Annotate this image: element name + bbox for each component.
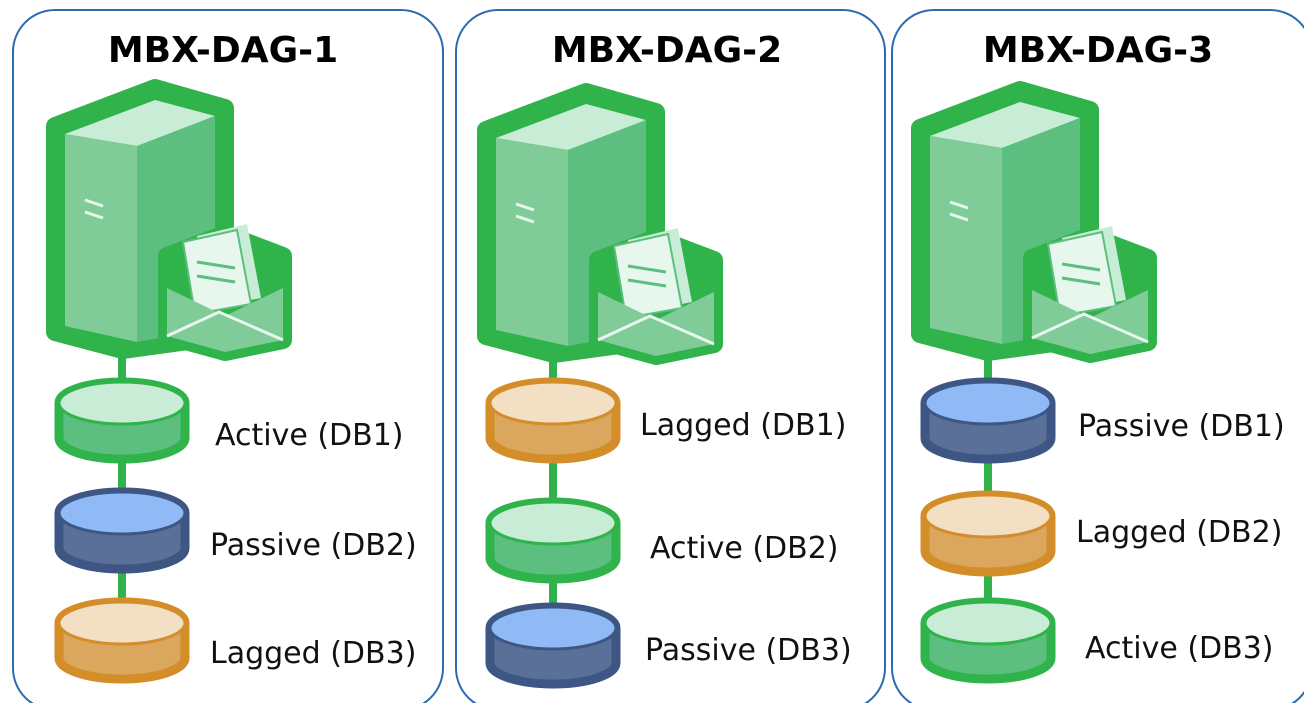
mail-icon (589, 228, 723, 365)
database-active-icon (54, 377, 190, 464)
dag-panel-2: MBX-DAG-2 Lagged (DB1) (455, 9, 886, 703)
server-icon (46, 79, 292, 398)
database-passive-icon (920, 377, 1056, 464)
server-icon (477, 83, 723, 392)
database-label: Lagged (DB3) (210, 636, 416, 671)
database-label: Lagged (DB2) (1076, 515, 1282, 550)
panel-title: MBX-DAG-2 (552, 30, 782, 71)
dag-panel-1: MBX-DAG-1 Active (DB1) (12, 9, 444, 703)
database-active-icon (920, 597, 1056, 684)
database-lagged-icon (920, 490, 1056, 577)
database-label: Lagged (DB1) (640, 408, 846, 443)
mail-icon (158, 224, 292, 361)
mail-icon (1023, 226, 1157, 363)
database-label: Passive (DB1) (1078, 409, 1285, 444)
dag-panel-3: MBX-DAG-3 Passive (DB1) (891, 9, 1304, 703)
server-icon (911, 81, 1157, 390)
database-label: Passive (DB3) (645, 633, 852, 668)
database-label: Active (DB3) (1085, 631, 1274, 666)
database-lagged-icon (54, 597, 190, 684)
database-passive-icon (485, 602, 621, 689)
database-label: Active (DB1) (215, 418, 404, 453)
database-passive-icon (54, 487, 190, 574)
panel-title: MBX-DAG-3 (983, 30, 1213, 71)
database-active-icon (485, 497, 621, 584)
database-label: Active (DB2) (650, 531, 839, 566)
database-label: Passive (DB2) (210, 528, 417, 563)
panel-title: MBX-DAG-1 (108, 30, 338, 71)
database-lagged-icon (485, 377, 621, 464)
